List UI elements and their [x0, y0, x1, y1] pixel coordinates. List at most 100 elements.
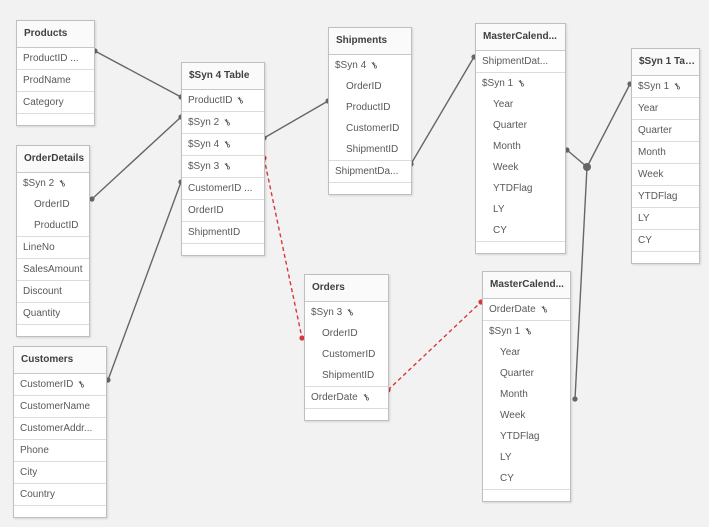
field-row[interactable]: Quarter: [493, 120, 527, 131]
field-row[interactable]: Week: [632, 164, 699, 186]
field-row[interactable]: OrderID: [182, 200, 264, 222]
link-customers-syn4: [107, 181, 182, 381]
field-row[interactable]: OrderID: [34, 199, 70, 210]
field-row[interactable]: CustomerID⚷: [14, 374, 106, 396]
field-row[interactable]: Quarter: [500, 368, 534, 379]
key-icon: ⚷: [75, 378, 88, 391]
table-title[interactable]: MasterCalend...: [476, 24, 565, 51]
table-mastercalendar-2[interactable]: MasterCalend... OrderDate⚷ $Syn 1⚷ Year …: [482, 271, 571, 502]
link-syn4-shipments: [263, 100, 329, 139]
field-row[interactable]: SalesAmount: [17, 259, 89, 281]
key-icon: ⚷: [344, 306, 356, 319]
key-icon: ⚷: [537, 303, 550, 316]
field-row[interactable]: Country: [14, 484, 106, 506]
field-row[interactable]: $Syn 1⚷: [632, 76, 699, 98]
table-title[interactable]: Products: [17, 21, 94, 48]
synthetic-key-row[interactable]: $Syn 1⚷: [476, 73, 565, 94]
table-title[interactable]: Customers: [14, 347, 106, 374]
ambiguous-link-syn4-orders: [263, 157, 303, 339]
table-shipments[interactable]: Shipments $Syn 4⚷ OrderID ProductID Cust…: [328, 27, 412, 195]
field-row[interactable]: YTDFlag: [632, 186, 699, 208]
field-row[interactable]: Discount: [17, 281, 89, 303]
key-icon: ⚷: [221, 116, 233, 129]
ambiguous-link-orders-mastercal2: [387, 301, 482, 391]
field-row[interactable]: $Syn 4⚷: [182, 134, 264, 156]
field-row[interactable]: CY: [476, 220, 565, 242]
link-mastercal1-syn1: [566, 149, 588, 168]
table-syn4[interactable]: $Syn 4 Table ProductID⚷ $Syn 2⚷ $Syn 4⚷ …: [181, 62, 265, 256]
field-row[interactable]: ProdName: [17, 70, 94, 92]
link-products-syn4: [94, 50, 182, 98]
link-endpoint: [572, 396, 578, 402]
field-row[interactable]: ProductID⚷: [182, 90, 264, 112]
field-row[interactable]: ShipmentID: [305, 365, 388, 387]
field-row[interactable]: ProductID ...: [17, 48, 94, 70]
table-orderdetails[interactable]: OrderDetails $Syn 2⚷ OrderID ProductID L…: [16, 145, 90, 337]
field-row[interactable]: Phone: [14, 440, 106, 462]
field-row[interactable]: LY: [632, 208, 699, 230]
field-row[interactable]: $Syn 2⚷: [182, 112, 264, 134]
table-orders[interactable]: Orders $Syn 3⚷ OrderID CustomerID Shipme…: [304, 274, 389, 421]
field-row[interactable]: Month: [500, 389, 528, 400]
field-row[interactable]: ShipmentID: [329, 139, 411, 161]
link-joint: [583, 163, 591, 171]
field-row[interactable]: CY: [632, 230, 699, 252]
field-row[interactable]: LY: [493, 204, 505, 215]
table-title[interactable]: Shipments: [329, 28, 411, 55]
field-row[interactable]: Category: [17, 92, 94, 114]
key-icon: ⚷: [359, 391, 372, 404]
key-icon: ⚷: [56, 177, 68, 190]
table-title[interactable]: $Syn 1 Table: [632, 49, 699, 76]
field-row[interactable]: YTDFlag: [500, 431, 540, 442]
field-row[interactable]: Month: [632, 142, 699, 164]
field-row[interactable]: ProductID: [17, 215, 89, 237]
field-row[interactable]: OrderID: [346, 81, 382, 92]
table-title[interactable]: MasterCalend...: [483, 272, 570, 299]
field-row[interactable]: CY: [483, 468, 570, 490]
field-row[interactable]: CustomerID: [346, 123, 400, 134]
link-orderdetails-syn4: [91, 116, 182, 200]
table-title[interactable]: $Syn 4 Table: [182, 63, 264, 90]
field-row[interactable]: YTDFlag: [493, 183, 533, 194]
field-row[interactable]: Year: [493, 99, 514, 110]
synthetic-key-row[interactable]: $Syn 1⚷: [483, 321, 570, 342]
field-row[interactable]: Quantity: [17, 303, 89, 325]
field-row[interactable]: CustomerID: [322, 349, 376, 360]
table-mastercalendar-1[interactable]: MasterCalend... ShipmentDat... $Syn 1⚷ Y…: [475, 23, 566, 254]
synthetic-key-row[interactable]: $Syn 4⚷: [329, 55, 411, 76]
key-icon: ⚷: [522, 325, 534, 338]
field-row[interactable]: City: [14, 462, 106, 484]
link-shipments-mastercal1: [410, 56, 475, 165]
field-row[interactable]: Week: [500, 410, 526, 421]
field-row[interactable]: Quarter: [632, 120, 699, 142]
field-row[interactable]: OrderID: [322, 328, 358, 339]
field-row[interactable]: CustomerID ...: [182, 178, 264, 200]
field-row[interactable]: LineNo: [17, 237, 89, 259]
synthetic-key-row[interactable]: $Syn 2⚷: [17, 173, 89, 194]
table-customers[interactable]: Customers CustomerID⚷ CustomerName Custo…: [13, 346, 107, 518]
field-row[interactable]: Year: [500, 347, 521, 358]
field-row[interactable]: ShipmentID: [182, 222, 264, 244]
field-row[interactable]: Week: [493, 162, 519, 173]
field-row[interactable]: ShipmentDat...: [476, 51, 565, 73]
field-row[interactable]: ShipmentDa...: [329, 161, 411, 183]
field-row[interactable]: LY: [500, 452, 512, 463]
field-row[interactable]: OrderDate⚷: [483, 299, 570, 321]
key-icon: ⚷: [221, 160, 233, 173]
key-icon: ⚷: [368, 59, 380, 72]
key-icon: ⚷: [671, 80, 683, 93]
field-row[interactable]: ProductID: [346, 102, 391, 113]
field-row[interactable]: Year: [632, 98, 699, 120]
synthetic-key-row[interactable]: $Syn 3⚷: [305, 302, 388, 323]
field-row[interactable]: OrderDate⚷: [305, 387, 388, 409]
table-products[interactable]: Products ProductID ... ProdName Category: [16, 20, 95, 126]
table-title[interactable]: OrderDetails: [17, 146, 89, 173]
field-row[interactable]: CustomerAddr...: [14, 418, 106, 440]
key-icon: ⚷: [515, 77, 527, 90]
field-row[interactable]: Month: [493, 141, 521, 152]
table-syn1[interactable]: $Syn 1 Table $Syn 1⚷ Year Quarter Month …: [631, 48, 700, 264]
link-endpoint: [89, 196, 95, 202]
table-title[interactable]: Orders: [305, 275, 388, 302]
field-row[interactable]: $Syn 3⚷: [182, 156, 264, 178]
field-row[interactable]: CustomerName: [14, 396, 106, 418]
